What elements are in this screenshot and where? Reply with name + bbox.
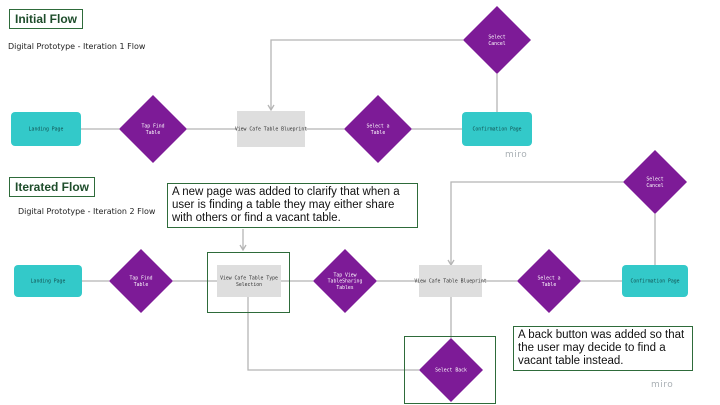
node-blueprint-1 — [237, 111, 305, 147]
node-tap-find-table-2 — [109, 249, 173, 313]
node-confirmation-1 — [462, 112, 532, 146]
connector-cancel-blueprint-2 — [450, 181, 623, 265]
node-landing-page-2 — [14, 265, 82, 297]
callout-back-button: A back button was added so that the user… — [513, 326, 693, 371]
node-blueprint-2-label: View Cafe Table Blueprint — [414, 279, 486, 285]
node-tap-view-2 — [313, 249, 377, 313]
highlight-back-button — [404, 336, 496, 404]
node-blueprint-2 — [419, 265, 482, 297]
node-landing-page-1 — [11, 112, 81, 146]
initial-flow-title: Initial Flow — [9, 9, 83, 29]
node-select-cancel-1 — [463, 6, 531, 74]
node-select-back-2 — [419, 338, 483, 402]
node-landing-page-1-label: Landing Page — [29, 127, 64, 133]
node-select-table-2 — [517, 249, 581, 313]
connector-callout-pointer-arrowhead — [239, 244, 247, 252]
initial-flow-subtitle: Digital Prototype - Iteration 1 Flow — [8, 42, 146, 51]
node-select-table-1 — [344, 95, 412, 163]
highlight-new-page — [207, 252, 290, 313]
node-confirmation-2-label: Confirmation Page — [630, 279, 679, 285]
callout-new-page: A new page was added to clarify that whe… — [167, 183, 418, 228]
miro-watermark-2: miro — [651, 380, 674, 390]
miro-watermark-1: miro — [505, 150, 528, 160]
node-blueprint-1-label: View Cafe Table Blueprint — [235, 127, 307, 133]
node-confirmation-1-label: Confirmation Page — [472, 127, 521, 133]
connector-back-typesel-2 — [247, 297, 419, 371]
node-select-cancel-2 — [623, 150, 687, 214]
connectors — [80, 39, 656, 371]
iterated-flow-title: Iterated Flow — [9, 177, 96, 197]
connector-cancel-blueprint-1-arrowhead — [267, 104, 275, 112]
connector-cancel-blueprint-1 — [270, 39, 463, 110]
node-type-selection-2 — [217, 265, 281, 297]
node-confirmation-2 — [622, 265, 688, 297]
node-landing-page-2-label: Landing Page — [31, 279, 66, 285]
node-select-back-2-label: Select Back — [435, 368, 467, 374]
node-tap-find-table-1 — [119, 95, 187, 163]
iterated-flow-subtitle: Digital Prototype - Iteration 2 Flow — [18, 207, 156, 216]
